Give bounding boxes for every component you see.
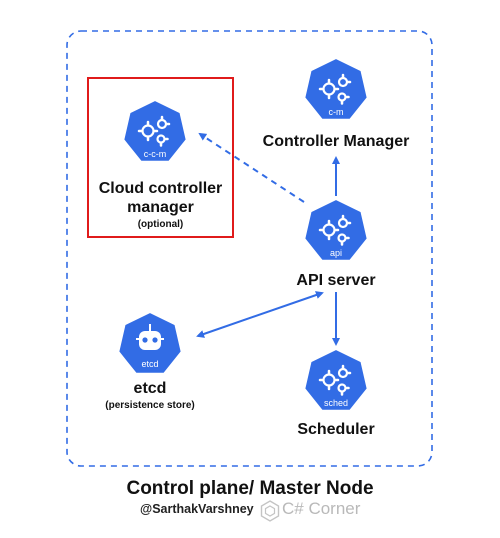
csharp-corner-logo-icon [260, 500, 280, 522]
control-plane-label: Control plane/ Master Node [126, 478, 374, 499]
node-badge: api [330, 248, 342, 258]
gears-icon: api [303, 197, 369, 262]
control-plane-boundary [66, 30, 433, 467]
node-badge: etcd [141, 359, 158, 369]
node-badge: c-m [329, 107, 344, 117]
cloud-controller-manager-title-line2: manager [127, 199, 194, 216]
controller-manager-node: c-m [300, 55, 372, 127]
etcd-node: etcd [114, 309, 186, 381]
api-server-node: api [300, 196, 372, 268]
robot-icon: etcd [117, 310, 183, 375]
edge-api-to-cloud-controller-manager [198, 132, 305, 203]
edge-api-etcd-bidirectional [196, 291, 324, 338]
scheduler-node: sched [300, 346, 372, 418]
gears-icon: c-m [303, 56, 369, 121]
node-badge: sched [324, 398, 348, 408]
cloud-controller-manager-title-line1: Cloud controller [98, 180, 223, 197]
brand-name: C# Corner [282, 499, 361, 518]
optional-component-highlight [87, 77, 234, 238]
node-badge: c-c-m [144, 149, 167, 159]
controller-manager-title: Controller Manager [262, 133, 410, 150]
scheduler-title: Scheduler [297, 421, 375, 438]
etcd-note: (persistence store) [105, 400, 195, 411]
gears-icon: c-c-m [122, 98, 188, 163]
author-handle: @SarthakVarshney [140, 502, 254, 516]
gears-icon: sched [303, 347, 369, 412]
cloud-controller-manager-node: c-c-m [119, 97, 191, 169]
api-server-title: API server [296, 272, 376, 289]
cloud-controller-manager-note: (optional) [137, 219, 184, 230]
etcd-title: etcd [133, 380, 167, 397]
